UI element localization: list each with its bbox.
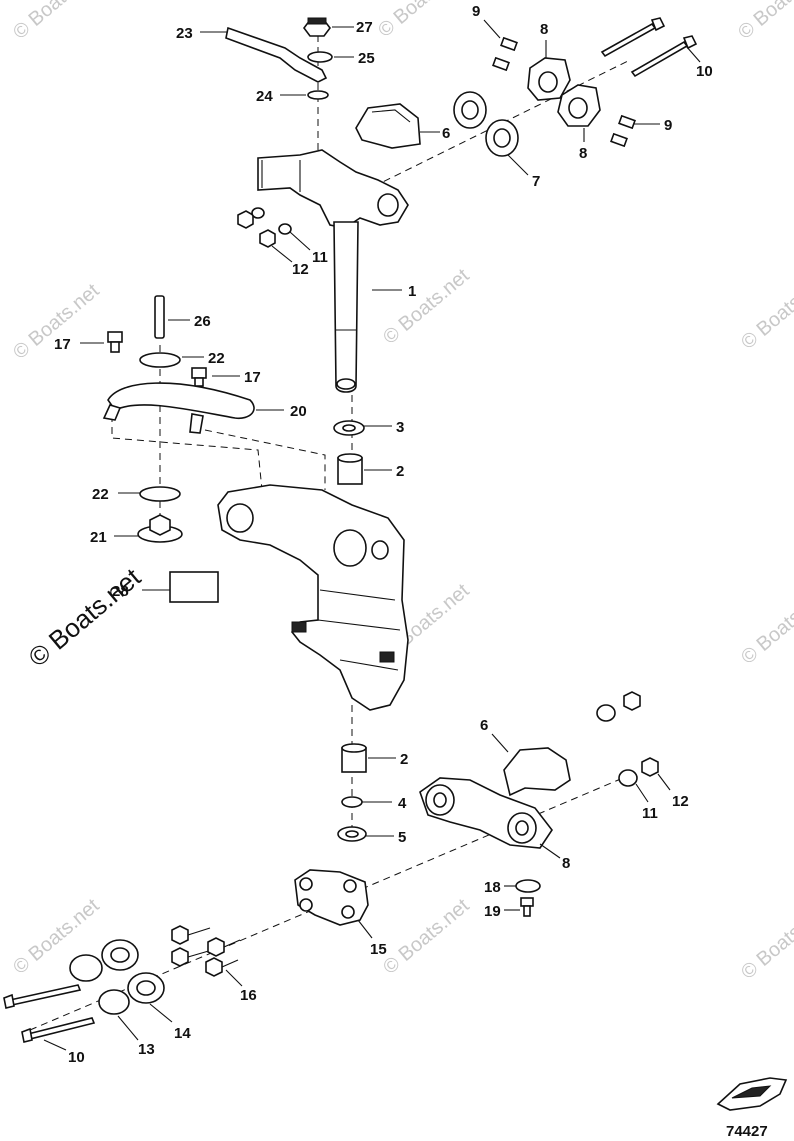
callout-10a: 10 [696, 63, 713, 80]
part-steering-link [225, 26, 328, 83]
part-bushing-2 [337, 453, 363, 485]
callout-4: 4 [398, 795, 407, 812]
watermark: © Boats.net [9, 0, 104, 44]
part-bumper-18 [515, 879, 541, 893]
callout-26: 26 [194, 313, 211, 330]
leader-lines [43, 19, 701, 1051]
callout-17b: 17 [244, 369, 261, 386]
callout-10b: 10 [68, 1049, 85, 1066]
callout-14: 14 [174, 1025, 191, 1042]
callout-5: 5 [398, 829, 406, 846]
part-washer-11-top [596, 704, 616, 722]
part-washer-13-b [98, 989, 130, 1015]
part-nut-21 [137, 514, 183, 543]
part-bolts-16 [171, 925, 241, 977]
part-cover-lower [503, 747, 571, 797]
part-washer-14-a-hole [110, 947, 130, 963]
part-clamp-15 [294, 869, 369, 926]
callout-21: 21 [90, 529, 107, 546]
callout-6a: 6 [442, 125, 450, 142]
part-washer-24 [307, 90, 329, 100]
watermark: © Boats.net [379, 894, 474, 978]
part-swivel-head [257, 149, 409, 229]
callout-8a: 8 [540, 21, 548, 38]
part-bolts-upper [600, 17, 698, 78]
part-mount-upper [527, 57, 601, 127]
callout-15: 15 [370, 941, 387, 958]
callout-2b: 2 [400, 751, 408, 768]
watermark: © Boats.net [734, 0, 794, 44]
callout-7: 7 [532, 173, 540, 190]
part-washer-5-hole [345, 830, 359, 838]
part-28-box [169, 571, 219, 603]
part-nuts-upper [237, 207, 292, 248]
part-steering-tube [333, 221, 359, 393]
watermark: © Boats.net [374, 0, 469, 42]
part-washer-14-b-hole [136, 980, 156, 996]
part-screws-9 [492, 36, 636, 148]
part-washer-13-a [69, 954, 103, 982]
callout-11b: 11 [642, 805, 658, 822]
part-washer-11 [618, 769, 638, 787]
part-washer-22b [139, 486, 181, 502]
callout-12b: 12 [672, 793, 689, 810]
part-bushing-2-lower [341, 743, 367, 773]
watermark: © Boats.net [737, 584, 794, 668]
callout-16: 16 [240, 987, 257, 1004]
part-nut-12-top [623, 691, 641, 711]
part-cover-upper [355, 103, 421, 149]
part-mount-lower [419, 777, 553, 849]
part-washer-22 [139, 352, 181, 368]
callout-13: 13 [138, 1041, 155, 1058]
callout-2a: 2 [396, 463, 404, 480]
callout-25: 25 [358, 50, 375, 67]
callout-11a: 11 [312, 249, 328, 266]
callout-9a: 9 [472, 3, 480, 20]
part-washer-25 [307, 51, 333, 63]
callout-8b: 8 [579, 145, 587, 162]
boat-icon [716, 1077, 788, 1111]
part-washer-4 [341, 796, 363, 808]
watermark: © Boats.net [737, 899, 794, 983]
callout-27: 27 [356, 19, 373, 36]
callout-24: 24 [256, 88, 273, 105]
part-nut-27 [303, 17, 331, 37]
part-pin-26 [154, 295, 165, 339]
part-bushing-7 [453, 91, 519, 157]
callout-3: 3 [396, 419, 404, 436]
part-washer-3-hole [342, 424, 356, 432]
part-screw-17 [107, 331, 207, 387]
callout-12a: 12 [292, 261, 309, 278]
watermark: © Boats.net [379, 264, 474, 348]
part-bolts-lower [3, 984, 96, 1043]
part-swivel-bracket [217, 484, 409, 711]
part-nut-12 [641, 757, 659, 777]
callout-23: 23 [176, 25, 193, 42]
callout-22a: 22 [208, 350, 225, 367]
callout-19: 19 [484, 903, 501, 920]
callout-20: 20 [290, 403, 307, 420]
callout-17a: 17 [54, 336, 71, 353]
watermark-main: © Boats.net [23, 562, 147, 673]
figure-number: 74427 [726, 1123, 768, 1140]
part-screw-19 [520, 897, 534, 917]
callout-labels: 23 27 25 24 6 7 8 8 9 9 10 11 12 1 26 17… [54, 3, 713, 1066]
watermark: © Boats.net [737, 269, 794, 353]
callout-9b: 9 [664, 117, 672, 134]
callout-8c: 8 [562, 855, 570, 872]
callout-1: 1 [408, 283, 416, 300]
part-plate-20 [102, 382, 255, 434]
callout-18: 18 [484, 879, 501, 896]
callout-22b: 22 [92, 486, 109, 503]
callout-6b: 6 [480, 717, 488, 734]
callout-28: 28 [112, 583, 129, 600]
